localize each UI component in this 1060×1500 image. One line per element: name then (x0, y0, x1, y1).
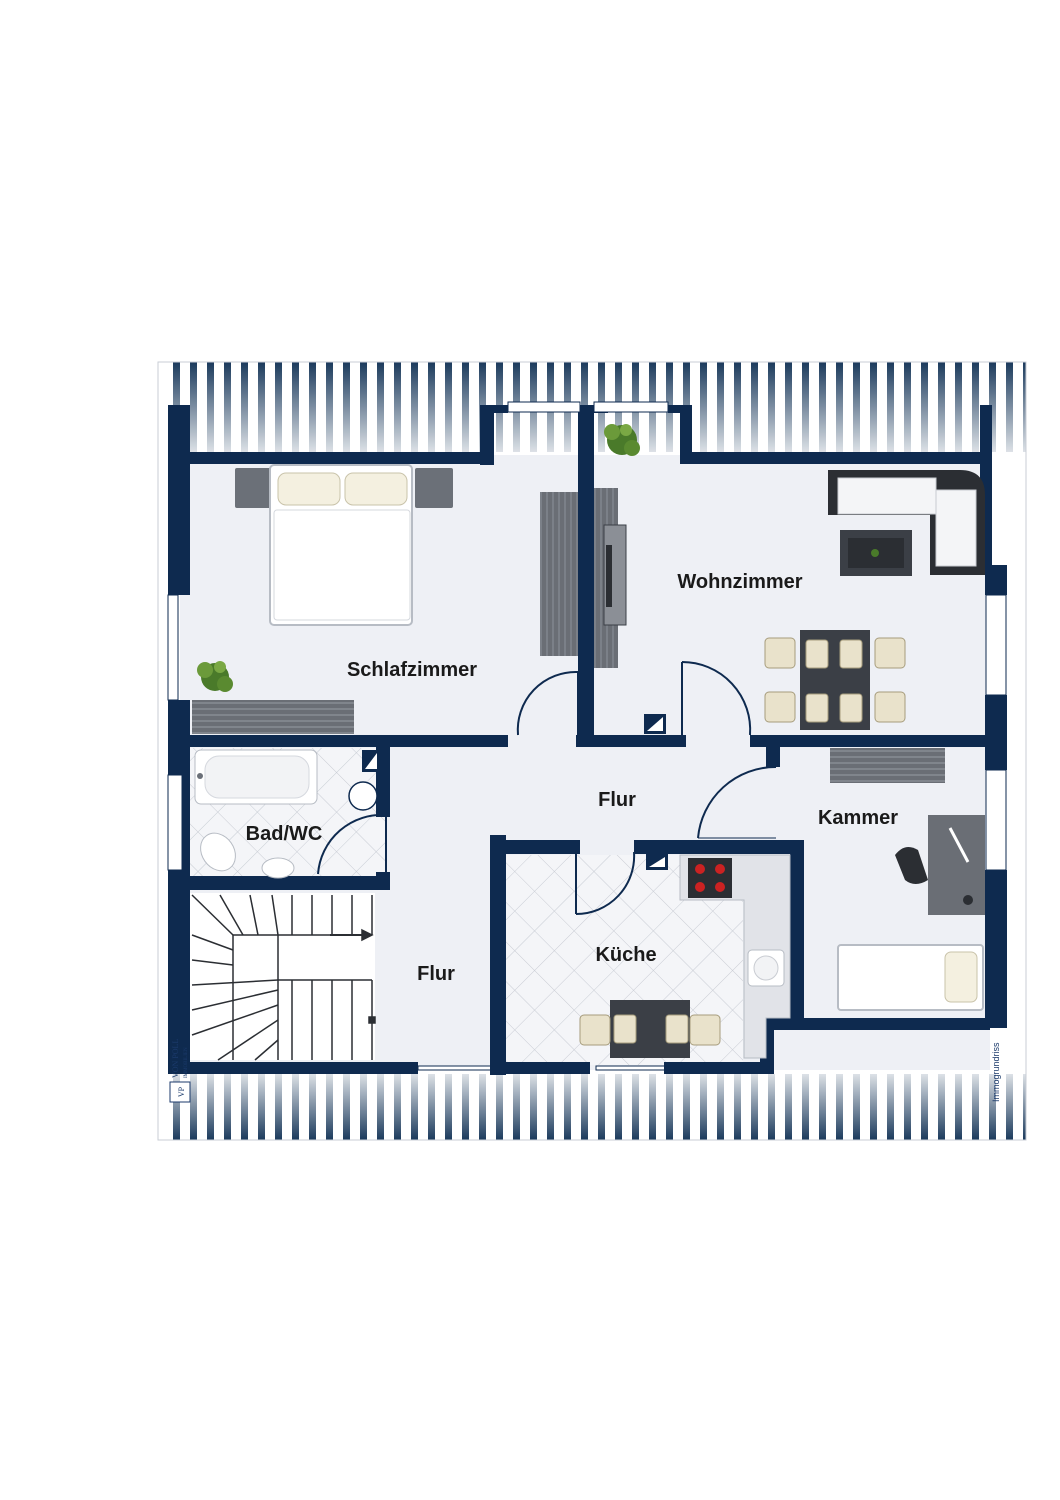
plan-frame (157, 361, 1027, 1141)
logo-company-sub: IMMOBILIEN (184, 1047, 189, 1078)
room-label-flur-upper: Flur (598, 789, 636, 811)
plant-icon (604, 424, 640, 456)
sink-icon (261, 857, 295, 879)
shower-drain (348, 781, 378, 811)
stove-icon (688, 858, 732, 898)
single-bed-icon (837, 944, 984, 1011)
shelf (830, 748, 945, 783)
logo: VP VON POLL IMMOBILIEN (169, 1039, 191, 1103)
dresser (192, 700, 354, 734)
double-bed-icon (235, 464, 453, 626)
roof-bottom (168, 1074, 1026, 1140)
toilet-icon (200, 832, 236, 872)
door-swing-icon (317, 660, 777, 916)
kitchen-counter (679, 854, 791, 1059)
chair-icon (895, 846, 928, 884)
bathtub-icon (194, 749, 318, 805)
room-label-flur-lower: Flur (417, 963, 455, 985)
room-label-wohnzimmer: Wohnzimmer (677, 571, 802, 593)
windows (167, 401, 1007, 871)
chimney-icon (362, 714, 668, 870)
staircase-icon (190, 893, 376, 1061)
sink-icon (747, 949, 785, 987)
plant-icon (197, 661, 233, 692)
room-label-kammer: Kammer (818, 807, 898, 829)
room-label-bad: Bad/WC (246, 823, 323, 845)
room-label-schlafzimmer: Schlafzimmer (347, 659, 477, 681)
room-label-kueche: Küche (595, 944, 656, 966)
logo-initials: VP (177, 1086, 186, 1097)
dining-table-icon (764, 630, 906, 730)
logo-company: VON POLL (171, 1039, 180, 1078)
coffee-table (840, 530, 912, 576)
sofa-icon (828, 470, 985, 575)
dining-table-icon (579, 1000, 721, 1058)
credit-text: Immogrundriss (991, 1042, 1001, 1102)
walls (167, 405, 1007, 1075)
wardrobe (540, 492, 578, 656)
tv-unit (594, 488, 627, 668)
desk-icon (928, 815, 985, 915)
